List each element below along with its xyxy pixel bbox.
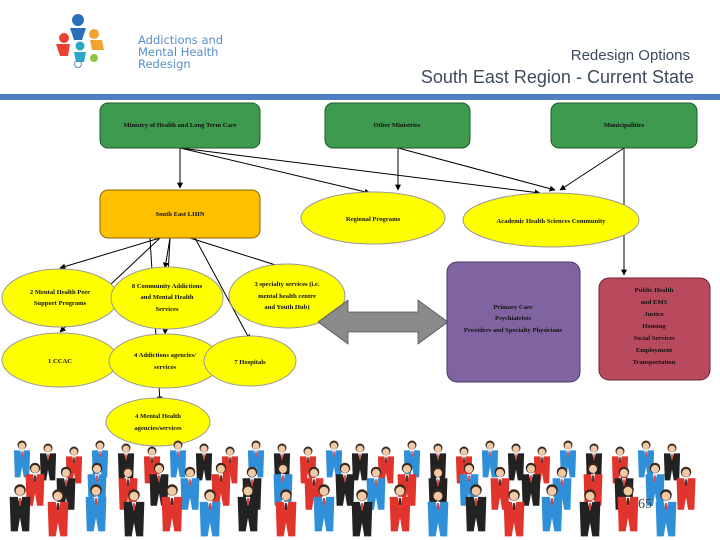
person-figure [65, 446, 83, 484]
ellipse-regional-programs [300, 191, 446, 245]
person-figure [169, 440, 187, 478]
label-primary-care-1: Primary Care [493, 304, 532, 311]
person-figure [85, 484, 107, 532]
label-public-health-6: Employment [636, 347, 673, 354]
logo-text: Addictions and Mental Health Redesign [138, 34, 223, 70]
person-figure [465, 484, 487, 532]
label-public-health-1: Public Health [635, 287, 674, 294]
person-figure [313, 484, 335, 532]
label-addictions-agencies-2: services [154, 364, 176, 371]
person-figure [507, 443, 525, 481]
label-lhin: South East LHIN [155, 211, 204, 218]
ellipse-academic [462, 192, 640, 248]
logo: Addictions and Mental Health Redesign [20, 6, 230, 70]
label-addictions-agencies-1: 4 Addictions agencies/ [134, 352, 196, 359]
person-figure [579, 489, 601, 537]
person-figure [13, 440, 31, 478]
logo-line-3: Redesign [138, 57, 191, 71]
label-public-health-2: and EMS [641, 299, 668, 306]
person-figure [275, 489, 297, 537]
label-community-addictions-1: 8 Community Addictions [132, 283, 203, 290]
person-figure [676, 466, 696, 510]
logo-mark [56, 14, 104, 68]
label-mh-agencies-2: agencies/services [134, 425, 182, 432]
person-figure [663, 443, 681, 481]
label-ministry: Ministry of Health and Long Term Care [123, 122, 236, 129]
label-specialty-2: mental health centre [258, 293, 316, 300]
label-hospitals: 7 Hospitals [234, 359, 266, 366]
person-figure [645, 462, 665, 506]
person-figure [199, 489, 221, 537]
person-figure [427, 489, 449, 537]
person-figure [351, 489, 373, 537]
label-specialty-3: and Youth Hub) [264, 304, 309, 311]
ellipse-hospitals [203, 335, 297, 387]
label-mh-peer-2: Support Programs [34, 300, 87, 307]
person-figure [611, 446, 629, 484]
ellipse-community-addictions [110, 266, 224, 330]
person-figure [481, 440, 499, 478]
person-figure [47, 489, 69, 537]
person-figure [637, 440, 655, 478]
person-figure [56, 466, 76, 510]
person-figure [180, 466, 200, 510]
label-community-addictions-2: and Mental Health [140, 294, 193, 301]
label-regional-programs: Regional Programs [346, 216, 401, 223]
person-figure [617, 484, 639, 532]
person-figure [195, 443, 213, 481]
person-figure [521, 462, 541, 506]
person-figure [237, 484, 259, 532]
label-mh-peer-1: 2 Mental Health Peer [30, 289, 90, 296]
label-mh-agencies-1: 4 Mental Health [135, 413, 181, 420]
label-specialty-1: 3 specialty services (i.e. [254, 281, 319, 288]
person-figure [299, 446, 317, 484]
person-figure [503, 489, 525, 537]
box-other-ministries [324, 102, 471, 149]
label-public-health-4: Housing [642, 323, 666, 330]
ellipse-specialty [228, 263, 346, 329]
person-figure [389, 484, 411, 532]
label-primary-care-3: Providers and Specialty Physicians [464, 327, 563, 334]
label-community-addictions-3: Services [155, 306, 179, 313]
logo-line-2: Mental Health [138, 45, 219, 59]
person-figure [541, 484, 563, 532]
box-public-health [598, 277, 711, 381]
label-primary-care-2: Psychiatrists [495, 315, 531, 322]
label-other-ministries: Other Ministries [374, 122, 421, 129]
person-figure [123, 489, 145, 537]
box-primary-care [446, 261, 581, 383]
label-municipalities: Municipalities [604, 122, 645, 129]
box-lhin [99, 189, 261, 239]
person-figure [9, 484, 31, 532]
label-public-health-3: Justice [644, 311, 663, 318]
person-figure [161, 484, 183, 532]
slide-subtitle: Redesign Options [570, 47, 690, 64]
person-figure [655, 489, 677, 537]
label-academic: Academic Health Sciences Community [497, 218, 607, 225]
box-municipalities [550, 102, 698, 149]
label-ccac: 1 CCAC [48, 358, 72, 365]
person-figure [325, 440, 343, 478]
ellipse-mh-agencies [105, 397, 211, 447]
label-public-health-5: Social Services [633, 335, 675, 342]
box-ministry [99, 102, 261, 149]
person-figure [39, 443, 57, 481]
page-number: 65 [638, 497, 652, 512]
label-public-health-7: Transportation [633, 359, 676, 366]
person-figure [211, 462, 231, 506]
person-figure [351, 443, 369, 481]
title-rule [0, 94, 720, 100]
slide-title: South East Region - Current State [420, 67, 694, 87]
person-figure [377, 446, 395, 484]
person-figure [335, 462, 355, 506]
logo-line-1: Addictions and [138, 33, 224, 47]
